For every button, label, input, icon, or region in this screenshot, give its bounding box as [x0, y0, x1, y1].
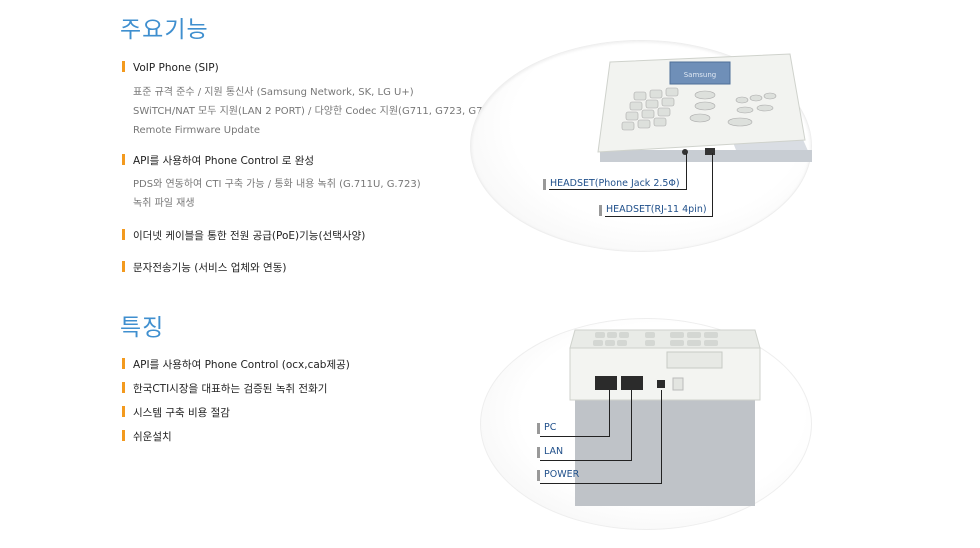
callout-marker [543, 179, 546, 190]
feature-label: 이더넷 케이블을 통한 전원 공급(PoE)기능(선택사양) [133, 230, 366, 242]
feature-label: API를 사용하여 Phone Control 로 완성 [133, 155, 315, 167]
feature-item-voip: VoIP Phone (SIP) [122, 61, 219, 74]
callout-line [609, 390, 610, 437]
bullet-bar [122, 382, 125, 393]
bullet-bar [122, 406, 125, 417]
detail-line: SWiTCH/NAT 모두 지원(LAN 2 PORT) / 다양한 Codec… [133, 106, 500, 117]
callout-line [712, 153, 713, 217]
callout-pc: PC [537, 422, 557, 434]
bullet-bar [122, 154, 125, 165]
callout-line [631, 390, 632, 461]
callout-line [540, 483, 662, 484]
callout-label: POWER [544, 469, 580, 480]
characteristic-item: 시스템 구축 비용 절감 [122, 405, 230, 420]
feature-details-voip: 표준 규격 준수 / 지원 통신사 (Samsung Network, SK, … [133, 83, 499, 140]
detail-line: 표준 규격 준수 / 지원 통신사 (Samsung Network, SK, … [133, 87, 414, 98]
characteristics-title: 특징 [120, 315, 165, 341]
callout-label: LAN [544, 446, 564, 457]
callout-marker [537, 423, 540, 434]
callout-line [549, 189, 687, 190]
callout-line [605, 216, 713, 217]
characteristic-item: 쉬운설치 [122, 429, 172, 444]
svg-text:Samsung: Samsung [684, 71, 717, 79]
callout-line [661, 390, 662, 484]
bullet-bar [122, 358, 125, 369]
bullet-bar [122, 61, 125, 72]
characteristic-label: 한국CTI시장을 대표하는 검증된 녹취 전화기 [133, 383, 328, 395]
detail-line: 녹취 파일 재생 [133, 198, 195, 209]
bullet-bar [122, 261, 125, 272]
bullet-bar [122, 229, 125, 240]
callout-line [540, 436, 610, 437]
callout-label: HEADSET(Phone Jack 2.5Φ) [550, 178, 680, 189]
characteristic-label: 시스템 구축 비용 절감 [133, 407, 230, 419]
detail-line: PDS와 연동하여 CTI 구축 가능 / 통화 내용 녹취 (G.711U, … [133, 179, 421, 190]
characteristic-item: 한국CTI시장을 대표하는 검증된 녹취 전화기 [122, 381, 327, 396]
callout-headset-rj11: HEADSET(RJ-11 4pin) [599, 204, 707, 216]
callout-marker [537, 447, 540, 458]
feature-item-sms: 문자전송기능 (서비스 업체와 연동) [122, 260, 286, 275]
features-title: 주요기능 [120, 17, 209, 43]
feature-item-api: API를 사용하여 Phone Control 로 완성 [122, 153, 314, 168]
callout-power: POWER [537, 469, 580, 481]
callout-line [540, 460, 632, 461]
callout-headset-jack: HEADSET(Phone Jack 2.5Φ) [543, 178, 680, 190]
characteristic-item: API를 사용하여 Phone Control (ocx,cab제공) [122, 357, 350, 372]
feature-item-poe: 이더넷 케이블을 통한 전원 공급(PoE)기능(선택사양) [122, 228, 365, 243]
characteristic-label: 쉬운설치 [133, 431, 172, 443]
callout-label: PC [544, 422, 557, 433]
callout-line [686, 153, 687, 190]
feature-label: VoIP Phone (SIP) [133, 62, 219, 74]
callout-lan: LAN [537, 446, 564, 458]
phone-front-image: Samsung [597, 53, 812, 162]
characteristic-label: API를 사용하여 Phone Control (ocx,cab제공) [133, 359, 350, 371]
callout-label: HEADSET(RJ-11 4pin) [606, 204, 707, 215]
feature-label: 문자전송기능 (서비스 업체와 연동) [133, 262, 287, 274]
phone-back-image [569, 329, 761, 506]
detail-line: Remote Firmware Update [133, 125, 260, 136]
bullet-bar [122, 430, 125, 441]
feature-details-api: PDS와 연동하여 CTI 구축 가능 / 통화 내용 녹취 (G.711U, … [133, 175, 421, 213]
callout-marker [599, 205, 602, 216]
callout-marker [537, 470, 540, 481]
